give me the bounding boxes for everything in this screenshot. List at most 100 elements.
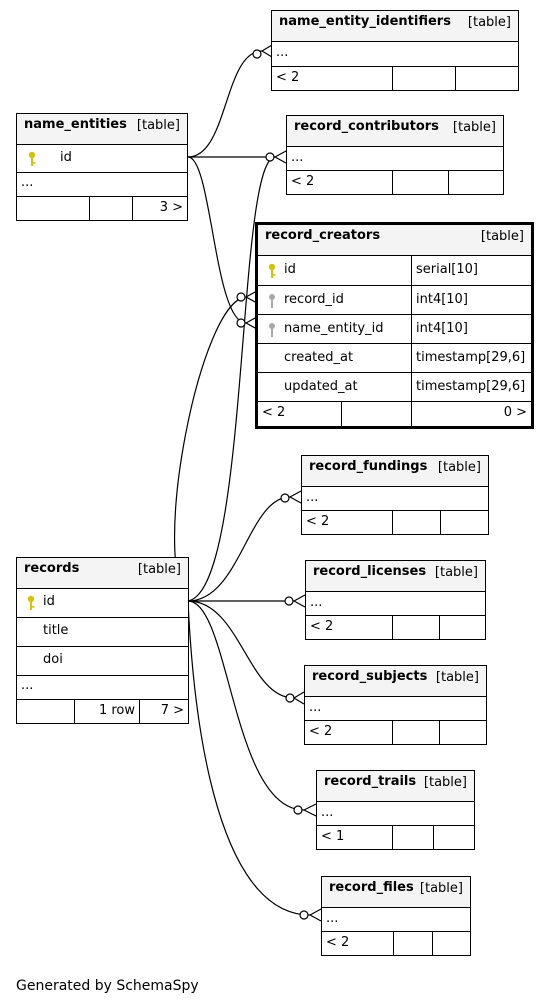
edge-records-trails xyxy=(187,600,305,811)
table-type: [table] xyxy=(419,881,463,896)
table-footer: < 2 xyxy=(306,615,485,639)
table-name[interactable]: record_licenses xyxy=(313,564,427,579)
table-header: name_entities [table] xyxy=(17,114,187,144)
table-footer: 3 > xyxy=(17,196,187,220)
parents-count[interactable]: < 2 xyxy=(306,514,330,529)
table-name[interactable]: name_entities xyxy=(24,117,127,132)
optional-circle xyxy=(252,49,262,59)
table-type: [table] xyxy=(480,229,524,244)
columns-ellipsis: ... xyxy=(17,675,188,699)
parents-count[interactable]: < 2 xyxy=(262,405,286,420)
edge-records-creators xyxy=(173,296,247,602)
crowfoot-identifiers xyxy=(261,44,273,58)
table-name[interactable]: record_files xyxy=(329,880,414,895)
table-header: name_entity_identifiers [table] xyxy=(272,11,518,41)
table-record-contributors[interactable]: record_contributors [table] ... < 2 xyxy=(286,115,504,195)
optional-circle xyxy=(293,805,303,815)
column-row: title xyxy=(17,617,188,646)
table-record-licenses[interactable]: record_licenses [table] ... < 2 xyxy=(305,560,486,640)
primary-key-icon xyxy=(27,595,35,610)
table-footer: 1 row 7 > xyxy=(17,699,188,723)
table-type: [table] xyxy=(423,775,467,790)
children-count[interactable]: 7 > xyxy=(160,703,184,718)
column-row: id xyxy=(17,588,188,617)
table-header: record_creators [table] xyxy=(258,225,531,255)
table-record-trails[interactable]: record_trails [table] ... < 1 xyxy=(316,770,475,850)
column-name: updated_at xyxy=(284,379,358,394)
table-header: record_fundings [table] xyxy=(302,456,488,486)
table-record-fundings[interactable]: record_fundings [table] ... < 2 xyxy=(301,455,489,535)
table-footer: < 2 xyxy=(322,931,470,955)
generated-by-note: Generated by SchemaSpy xyxy=(16,978,199,994)
edge-records-files xyxy=(187,600,311,916)
table-name[interactable]: records xyxy=(24,561,80,576)
crowfoot-files xyxy=(309,908,322,922)
crowfoot-subjects xyxy=(293,691,305,705)
edge-name-entities-creators xyxy=(187,156,247,324)
table-name[interactable]: name_entity_identifiers xyxy=(279,14,451,29)
table-footer: < 2 xyxy=(302,510,488,534)
table-record-subjects[interactable]: record_subjects [table] ... < 2 xyxy=(304,665,487,745)
columns-ellipsis: ... xyxy=(302,486,488,510)
parents-count[interactable]: < 2 xyxy=(291,174,315,189)
column-name: title xyxy=(43,623,69,638)
crowfoot-fundings xyxy=(289,490,302,504)
table-footer: < 1 xyxy=(317,825,474,849)
parents-count[interactable]: < 2 xyxy=(310,619,334,634)
column-row: name_entity_id int4[10] xyxy=(258,314,531,343)
table-header: record_trails [table] xyxy=(317,771,474,801)
table-record-files[interactable]: record_files [table] ... < 2 xyxy=(321,876,471,956)
column-name: name_entity_id xyxy=(284,321,384,336)
table-name[interactable]: record_creators xyxy=(265,228,381,243)
columns-ellipsis: ... xyxy=(17,172,187,196)
parents-count[interactable]: < 2 xyxy=(326,935,350,950)
crowfoot-contributors xyxy=(274,150,287,164)
table-header: record_contributors [table] xyxy=(287,116,503,146)
column-name: id xyxy=(43,594,55,609)
table-name[interactable]: record_trails xyxy=(324,774,417,789)
parents-count[interactable]: < 1 xyxy=(321,829,345,844)
column-name: id xyxy=(284,262,296,277)
table-footer: < 2 xyxy=(305,720,486,744)
column-row: doi xyxy=(17,646,188,675)
children-count[interactable]: 3 > xyxy=(159,200,183,215)
primary-key-icon xyxy=(268,263,276,278)
crowfoot-trails xyxy=(303,803,317,817)
table-header: records [table] xyxy=(17,558,188,588)
columns-ellipsis: ... xyxy=(272,41,518,66)
columns-ellipsis: ... xyxy=(317,801,474,825)
table-name-entity-identifiers[interactable]: name_entity_identifiers [table] ... < 2 xyxy=(271,10,519,91)
table-type: [table] xyxy=(437,460,481,475)
column-row: updated_at timestamp[29,6] xyxy=(258,372,531,401)
column-name: doi xyxy=(43,652,63,667)
children-count[interactable]: 0 > xyxy=(503,405,527,420)
optional-circle xyxy=(280,493,290,503)
columns-ellipsis: ... xyxy=(322,907,470,931)
columns-ellipsis: ... xyxy=(306,591,485,615)
table-name[interactable]: record_fundings xyxy=(309,459,428,474)
edge-records-contributors xyxy=(187,156,276,602)
column-type: int4[10] xyxy=(416,292,468,307)
edge-records-subjects xyxy=(187,600,295,699)
table-footer: < 2 xyxy=(287,170,503,194)
optional-circle xyxy=(265,152,275,162)
table-name[interactable]: record_subjects xyxy=(312,669,428,684)
table-records[interactable]: records [table] id title doi ... 1 row 7… xyxy=(16,557,189,724)
parents-count[interactable]: < 2 xyxy=(276,70,300,85)
foreign-key-icon xyxy=(269,294,275,308)
column-row: id xyxy=(17,144,187,172)
column-type: int4[10] xyxy=(416,321,468,336)
table-type: [table] xyxy=(435,670,479,685)
parents-count[interactable]: < 2 xyxy=(309,724,333,739)
column-type: serial[10] xyxy=(416,262,478,277)
primary-key-icon xyxy=(28,151,36,166)
table-name-entities[interactable]: name_entities [table] id ... 3 > xyxy=(16,113,188,221)
crowfoot-licenses xyxy=(293,594,306,608)
optional-circle xyxy=(284,596,294,606)
table-type: [table] xyxy=(467,15,511,30)
table-name[interactable]: record_contributors xyxy=(294,119,439,134)
columns-ellipsis: ... xyxy=(305,696,486,720)
edge-name-entities-identifiers xyxy=(187,50,263,158)
table-record-creators[interactable]: record_creators [table] id serial[10] re… xyxy=(255,222,534,429)
